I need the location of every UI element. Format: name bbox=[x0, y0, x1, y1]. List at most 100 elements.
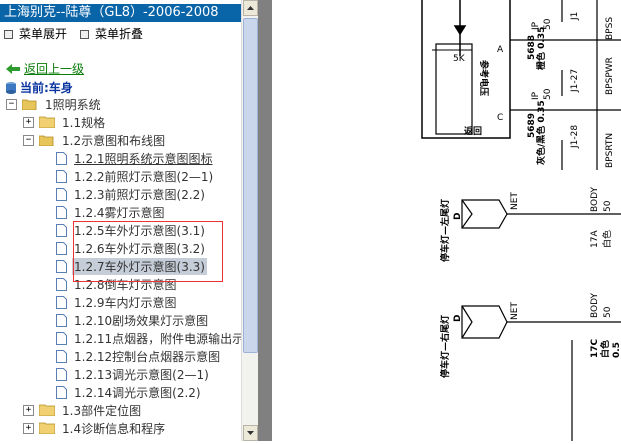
pin-c-label: C bbox=[497, 113, 503, 123]
expand-toggle-icon[interactable]: + bbox=[23, 422, 34, 434]
sensor-module bbox=[421, 0, 511, 139]
collapse-menu-button[interactable]: 菜单折叠 bbox=[80, 26, 143, 42]
wire-num-label: 50 bbox=[543, 18, 553, 30]
tree-leaf-label: 1.2.3前照灯示意图(2.2) bbox=[74, 187, 205, 202]
expand-menu-button[interactable]: 菜单展开 bbox=[4, 26, 67, 42]
ground-connector-2 bbox=[461, 305, 621, 339]
body-label: BODY bbox=[590, 186, 600, 212]
tree-node-root[interactable]: − 1照明系统 bbox=[6, 95, 103, 113]
bps-label: BPSPWR bbox=[605, 57, 615, 95]
tree-leaf[interactable]: 1.2.5车外灯示意图(3.1) bbox=[56, 221, 207, 239]
tree-leaf-label: 1.2.1照明系统示意图图标 bbox=[74, 151, 213, 166]
menu-toolbar: 菜单展开 菜单折叠 bbox=[0, 26, 241, 42]
tree-leaf[interactable]: 1.2.13调光示意图(2—1) bbox=[56, 365, 211, 383]
tree-node-label: 1照明系统 bbox=[45, 97, 101, 112]
back-link[interactable]: 返回上一级 bbox=[6, 60, 84, 77]
lamp-label: 停车灯—右尾灯 bbox=[439, 315, 451, 378]
tree-leaf-selected[interactable]: 1.2.7车外灯示意图(3.3) bbox=[56, 257, 207, 275]
folder-icon bbox=[39, 116, 55, 128]
wire-color-label: 白色 bbox=[601, 230, 613, 248]
open-folder-icon bbox=[22, 99, 37, 110]
tree-leaf[interactable]: 1.2.9车内灯示意图 bbox=[56, 293, 179, 311]
document-icon bbox=[56, 169, 67, 183]
tree-leaf-label: 1.2.12控制台点烟器示意图 bbox=[74, 349, 221, 364]
wire-id-label: 5689 bbox=[527, 113, 537, 138]
tree-leaf-label: 1.2.2前照灯示意图(2—1) bbox=[74, 169, 214, 184]
tree-leaf[interactable]: 1.2.14调光示意图(2.2) bbox=[56, 383, 203, 401]
document-icon bbox=[56, 241, 67, 255]
back-arrow-icon bbox=[6, 63, 20, 74]
navigation-panel: 上海别克--陆尊（GL8）-2006-2008 菜单展开 菜单折叠 返回上一级 … bbox=[0, 0, 258, 441]
tree-leaf[interactable]: 1.2.4雾灯示意图 bbox=[56, 203, 167, 221]
tree-leaf[interactable]: 1.2.11点烟器，附件电源输出示 bbox=[56, 329, 246, 347]
lamp-label: 停车灯—左尾灯 bbox=[439, 199, 451, 262]
current-location-label: 当前:车身 bbox=[20, 81, 73, 95]
panel-splitter[interactable] bbox=[258, 0, 272, 441]
tree-leaf-label: 1.2.5车外灯示意图(3.1) bbox=[74, 223, 205, 238]
wire-ip-label: IP bbox=[531, 21, 541, 30]
document-icon bbox=[56, 331, 67, 345]
wire-num-label: 50 bbox=[543, 88, 553, 100]
document-icon bbox=[56, 205, 67, 219]
tree-leaf[interactable]: 1.2.1照明系统示意图图标 bbox=[56, 149, 215, 167]
wire-id-label: 17C bbox=[590, 338, 600, 358]
tree-leaf[interactable]: 1.2.2前照灯示意图(2—1) bbox=[56, 167, 215, 185]
wiring-diagram: 5K 参考电压 返回 A C 5688 橙色 0.35 IP 50 5689 灰… bbox=[421, 0, 621, 441]
pin-a-label: A bbox=[497, 45, 504, 55]
document-icon bbox=[56, 295, 67, 309]
wire-color-label: 橙色 0.35 bbox=[535, 27, 547, 70]
body-num-label: 50 bbox=[603, 306, 613, 318]
wiring-diagram-panel: 5K 参考电压 返回 A C 5688 橙色 0.35 IP 50 5689 灰… bbox=[272, 0, 621, 441]
tree-leaf[interactable]: 1.2.3前照灯示意图(2.2) bbox=[56, 185, 207, 203]
tree-node-1-2[interactable]: − 1.2示意图和布线图 bbox=[23, 131, 167, 149]
return-label: 返回 bbox=[464, 125, 482, 137]
vertical-scrollbar[interactable] bbox=[241, 0, 258, 441]
pin-label: D bbox=[453, 315, 463, 322]
body-label: BODY bbox=[590, 292, 600, 318]
tree-leaf-label: 1.2.13调光示意图(2—1) bbox=[74, 367, 209, 382]
tree-leaf[interactable]: 1.2.10剧场效果灯示意图 bbox=[56, 311, 210, 329]
pin-label: D bbox=[453, 213, 463, 220]
expand-toggle-icon[interactable]: + bbox=[23, 404, 34, 416]
expand-menu-label: 菜单展开 bbox=[19, 27, 68, 41]
document-icon bbox=[56, 385, 67, 399]
bps-label: BPSRTN bbox=[605, 133, 615, 168]
square-icon bbox=[80, 29, 89, 39]
tree-leaf-label: 1.2.10剧场效果灯示意图 bbox=[74, 313, 209, 328]
collapse-toggle-icon[interactable]: − bbox=[6, 98, 17, 110]
document-icon bbox=[56, 187, 67, 201]
wire-color-label: 白色 bbox=[599, 340, 611, 358]
tree-node-label: 1.4诊断信息和程序 bbox=[62, 421, 166, 436]
tree-node-1-3[interactable]: + 1.3部件定位图 bbox=[23, 401, 143, 419]
ground-connector-1 bbox=[461, 199, 621, 229]
square-icon bbox=[4, 29, 13, 39]
wire-size-label: 0.5 bbox=[612, 342, 621, 358]
scrollbar-thumb[interactable] bbox=[243, 18, 258, 353]
folder-icon bbox=[39, 404, 55, 416]
tree-node-1-4[interactable]: + 1.4诊断信息和程序 bbox=[23, 419, 167, 437]
current-location: 当前:车身 bbox=[6, 79, 73, 96]
document-icon bbox=[56, 151, 67, 165]
tree-leaf-label: 1.2.11点烟器，附件电源输出示 bbox=[74, 331, 245, 346]
collapse-toggle-icon[interactable]: − bbox=[23, 134, 34, 146]
reference-voltage-label: 参考电压 bbox=[478, 60, 490, 96]
tree-node-label: 1.1规格 bbox=[62, 115, 106, 130]
back-link-label: 返回上一级 bbox=[24, 62, 85, 76]
expand-toggle-icon[interactable]: + bbox=[23, 116, 34, 128]
tree-leaf-label: 1.2.14调光示意图(2.2) bbox=[74, 385, 201, 400]
tree-leaf[interactable]: 1.2.12控制台点烟器示意图 bbox=[56, 347, 222, 365]
connector-label: J1-28 bbox=[570, 125, 580, 149]
document-icon bbox=[56, 223, 67, 237]
document-icon bbox=[56, 313, 67, 327]
scroll-up-button[interactable] bbox=[243, 0, 258, 16]
window-title: 上海别克--陆尊（GL8）-2006-2008 bbox=[0, 4, 245, 22]
database-icon bbox=[6, 81, 16, 94]
body-num-label: 50 bbox=[603, 200, 613, 212]
highlight-box bbox=[73, 221, 223, 282]
scroll-down-button[interactable] bbox=[243, 425, 258, 441]
tree-node-label: 1.2示意图和布线图 bbox=[62, 133, 166, 148]
tree-node-1-1[interactable]: + 1.1规格 bbox=[23, 113, 107, 131]
connector-label: J1 bbox=[570, 12, 580, 21]
bps-label: BPSS bbox=[605, 17, 615, 40]
tree-leaf[interactable]: 1.2.6车外灯示意图(3.2) bbox=[56, 239, 207, 257]
